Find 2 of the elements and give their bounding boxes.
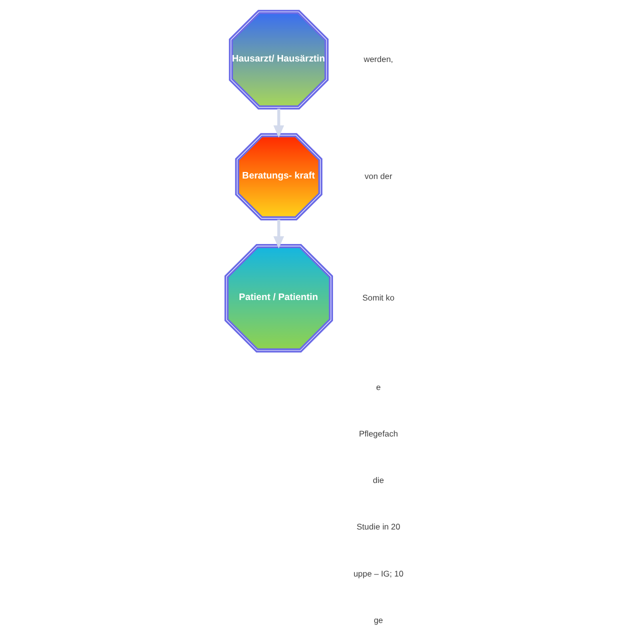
arrow: [273, 220, 284, 248]
arrow: [273, 108, 284, 138]
